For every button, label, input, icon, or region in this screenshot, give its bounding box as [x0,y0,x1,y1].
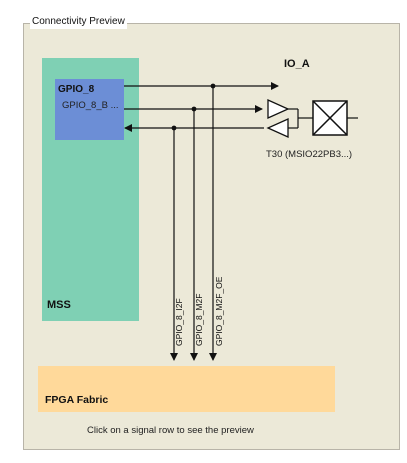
preview-hint-text: Click on a signal row to see the preview [87,425,254,436]
signal-label-m2f: GPIO_8_M2F [194,294,204,346]
gpio-8-b-label: GPIO_8_B ... [62,100,119,111]
gpio-8-label: GPIO_8 [58,84,95,95]
mss-label: MSS [47,299,71,311]
io-cell-label: T30 (MSIO22PB3...) [266,149,353,160]
panel-title: Connectivity Preview [30,15,127,29]
fpga-fabric-block[interactable] [38,366,335,412]
input-buffer-triangle [266,117,289,139]
signal-label-m2f-oe: GPIO_8_M2F_OE [214,276,224,346]
fpga-fabric-label: FPGA Fabric [45,394,109,406]
io-a-label: IO_A [284,58,310,70]
io-buffer-group[interactable] [266,98,313,139]
signal-label-i2f: GPIO_8_I2F [174,298,184,346]
gpio-8-block[interactable] [55,79,124,140]
io-pad-icon[interactable] [312,100,358,136]
output-buffer-triangle [267,98,290,120]
